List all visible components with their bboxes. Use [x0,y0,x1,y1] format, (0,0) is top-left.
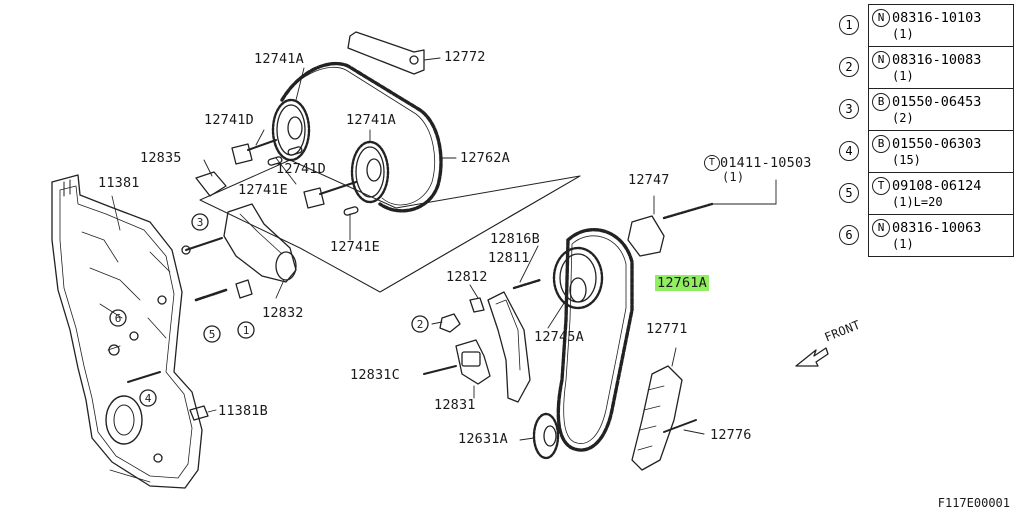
dashed-reference-outline [199,159,581,293]
idler-shaft [627,179,777,257]
chain-tensioner-upper [181,159,297,302]
label-12741D-left[interactable]: 12741D [204,112,254,128]
label-12631A[interactable]: 12631A [458,431,508,447]
cam-sprocket-top [271,67,311,162]
part-number: 09108-06124 [892,178,982,194]
part-type-badge: N [872,9,890,27]
part-type-badge: T [872,177,890,195]
chain-tensioner-arm [469,245,542,403]
cam-sprocket-mid [350,129,390,204]
label-12741A-mid[interactable]: 12741A [346,112,396,128]
front-arrow-icon [795,347,829,367]
row-callout-number: 5 [839,183,859,203]
chain-tensioner-lower [423,339,491,399]
upper-timing-chain [280,61,457,213]
part-number: 08316-10083 [892,52,982,68]
callout-6: 6 [115,312,122,325]
timing-chain-cover [51,174,203,489]
row-callout-number: 3 [839,99,859,119]
part-type-badge: B [872,93,890,111]
crankshaft-sprocket [547,246,604,329]
label-12832[interactable]: 12832 [262,305,304,321]
row-callout-number: 6 [839,225,859,245]
label-12741E-a[interactable]: 12741E [238,182,288,198]
upper-chain-guide [347,31,441,75]
part-quantity: (1) [892,27,914,41]
lower-timing-chain [556,228,634,452]
label-12761A[interactable]: 12761A [655,275,709,291]
label-11381[interactable]: 11381 [98,175,140,191]
part-number: 08316-10063 [892,220,982,236]
label-11381B[interactable]: 11381B [218,403,268,419]
cam-bolts-and-pins [231,129,359,241]
part-number: 01550-06453 [892,94,982,110]
row-callout-number: 1 [839,15,859,35]
callout-circles [109,213,429,407]
label-12741D-mid[interactable]: 12741D [276,161,326,177]
callout-4: 4 [145,392,152,405]
part-quantity: (15) [892,153,921,167]
misc-fasteners [107,313,461,421]
callout-3: 3 [197,216,204,229]
figure-id: F117E00001 [937,496,1010,510]
part-quantity: (2) [892,111,914,125]
part-type-badge: N [872,219,890,237]
highlighted-part-12761A: 12761A [655,275,709,291]
label-12762A[interactable]: 12762A [460,150,510,166]
label-12811[interactable]: 12811 [488,250,530,266]
row-callout-number: 2 [839,57,859,77]
label-12747[interactable]: 12747 [628,172,670,188]
lower-chain-guide [631,347,705,471]
label-12776[interactable]: 12776 [710,427,752,443]
label-12835[interactable]: 12835 [140,150,182,166]
part-quantity: (1) [892,69,914,83]
oil-pump-sprocket [519,412,560,460]
part-type-badge: N [872,51,890,69]
label-12745A[interactable]: 12745A [534,329,584,345]
part-type-badge: B [872,135,890,153]
label-12831C[interactable]: 12831C [350,367,400,383]
label-12741E-b[interactable]: 12741E [330,239,380,255]
part-number: 08316-10103 [892,10,982,26]
part-01411-number: 01411-10503 [720,155,812,171]
label-12816B[interactable]: 12816B [490,231,540,247]
label-12772[interactable]: 12772 [444,49,486,65]
label-12812[interactable]: 12812 [446,269,488,285]
callout-5: 5 [209,328,216,341]
part-quantity: (1) [892,237,914,251]
label-12771[interactable]: 12771 [646,321,688,337]
part-quantity: (1)L=20 [892,195,943,209]
row-callout-number: 4 [839,141,859,161]
callout-2: 2 [417,318,424,331]
label-12741A-top[interactable]: 12741A [254,51,304,67]
callout-1: 1 [243,324,250,337]
part-number: 01550-06303 [892,136,982,152]
label-01411-qty: (1) [722,170,745,184]
label-12831[interactable]: 12831 [434,397,476,413]
